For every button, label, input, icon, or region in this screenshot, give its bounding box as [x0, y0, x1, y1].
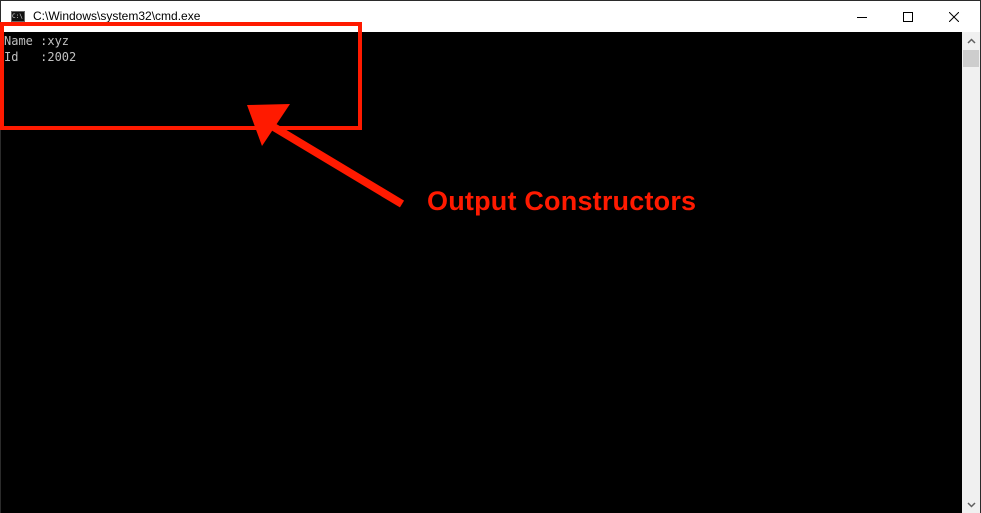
scrollbar-thumb[interactable] [963, 50, 979, 67]
console-line: Name :xyz [4, 34, 70, 48]
maximize-icon [903, 11, 913, 22]
minimize-button[interactable] [839, 1, 885, 32]
title-bar[interactable]: C:\ C:\Windows\system32\cmd.exe [1, 1, 980, 32]
scroll-up-button[interactable] [962, 32, 980, 49]
highlight-box [0, 22, 362, 130]
chevron-down-icon [966, 501, 976, 508]
scroll-down-button[interactable] [962, 496, 980, 513]
maximize-button[interactable] [885, 1, 931, 32]
console-output[interactable]: Name :xyz Id :2002 [1, 32, 962, 513]
cmd-icon: C:\ [11, 11, 25, 22]
minimize-icon [857, 16, 867, 18]
console-line: Id :2002 [4, 50, 77, 64]
chevron-up-icon [966, 37, 976, 44]
window-title: C:\Windows\system32\cmd.exe [33, 9, 201, 23]
close-icon [949, 11, 959, 22]
close-button[interactable] [931, 1, 977, 32]
vertical-scrollbar[interactable] [962, 32, 980, 513]
annotation-label: Output Constructors [427, 186, 697, 216]
